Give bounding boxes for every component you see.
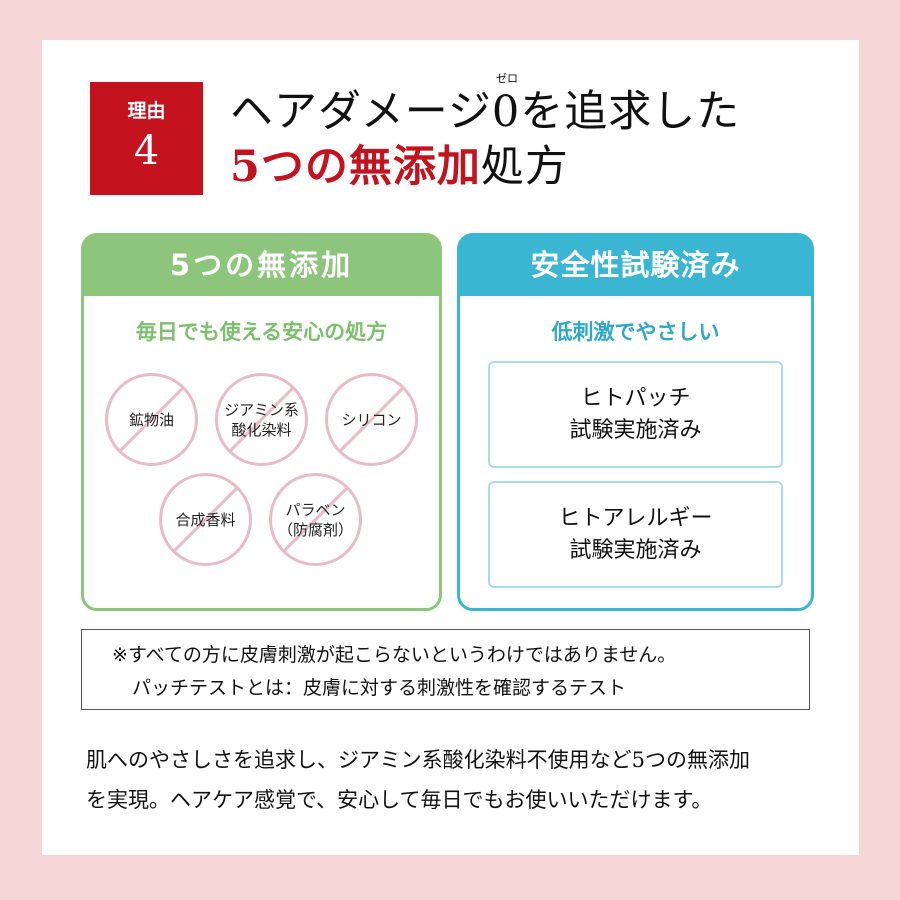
prohibited-item-label: 鉱物油 (128, 410, 174, 429)
badge-label: 理由 (127, 100, 166, 122)
additive-free-box: 5つの無添加 毎日でも使える安心の処方 鉱物油 ジアミン系酸化染料 シリコン 合… (81, 233, 442, 611)
prohibited-icon (325, 373, 418, 466)
headline-zero: 0 (491, 87, 521, 137)
badge-number: 4 (133, 128, 160, 174)
prohibited-icon (159, 473, 252, 566)
zero-ruby: ゼロ (496, 72, 518, 85)
additive-free-title: 5つの無添加 (83, 235, 440, 296)
test-card-line: ヒトパッチ (580, 385, 691, 411)
additive-free-subtitle: 毎日でも使える安心の処方 (135, 320, 388, 344)
prohibited-item-label: ジアミン系酸化染料 (224, 400, 299, 439)
test-card-line: ヒトアレルギー (558, 505, 713, 531)
headline-part2: を追求した (520, 87, 741, 137)
prohibited-item: 鉱物油 (104, 372, 199, 467)
test-card: ヒトアレルギー 試験実施済み (488, 481, 783, 588)
reason-badge: 理由 4 (90, 82, 203, 195)
safety-tested-title: 安全性試験済み (459, 235, 812, 296)
disclaimer-line: ※すべての方に皮膚刺激が起こらないというわけではありません。 (112, 644, 677, 666)
test-card-line: 試験実施済み (569, 417, 702, 443)
disclaimer-note: ※すべての方に皮膚刺激が起こらないというわけではありません。 パッチテストとは：… (81, 629, 810, 710)
description-text: 肌へのやさしさを追求し、ジアミン系酸化染料不使用など5つの無添加 を実現。ヘアケ… (86, 740, 826, 820)
headline-line1: ヘアダメージ0を追求した (230, 82, 740, 142)
prohibited-item: シリコン (324, 372, 419, 467)
description-line: 肌へのやさしさを追求し、ジアミン系酸化染料不使用など5つの無添加 (86, 748, 750, 772)
prohibited-item: ジアミン系酸化染料 (214, 372, 309, 467)
prohibited-item: 合成香料 (158, 472, 253, 567)
safety-tested-box: 安全性試験済み 低刺激でやさしい ヒトパッチ 試験実施済み ヒトアレルギー 試験… (457, 233, 814, 611)
prohibited-item-label: 合成香料 (175, 510, 236, 529)
prohibited-item: パラベン（防腐剤） (268, 472, 363, 567)
prohibited-icon (269, 473, 362, 566)
prohibited-icon (215, 373, 308, 466)
prohibited-item-label: パラベン（防腐剤） (277, 500, 353, 539)
prohibited-icon (105, 373, 198, 466)
safety-tested-subtitle: 低刺激でやさしい (551, 320, 720, 344)
headline-black-part: 処方 (480, 142, 569, 192)
test-card-line: 試験実施済み (569, 537, 702, 563)
disclaimer-line: パッチテストとは：皮膚に対する刺激性を確認するテスト (132, 677, 627, 699)
test-card: ヒトパッチ 試験実施済み (488, 361, 783, 468)
headline-red-part: 5つの無添加 (230, 142, 481, 192)
prohibited-item-label: シリコン (341, 410, 402, 429)
description-line: を実現。ヘアケア感覚で、安心して毎日でもお使いいただけます。 (86, 788, 713, 812)
headline-part1: ヘアダメージ (230, 87, 492, 137)
headline-line2: 5つの無添加処方 (230, 137, 569, 197)
